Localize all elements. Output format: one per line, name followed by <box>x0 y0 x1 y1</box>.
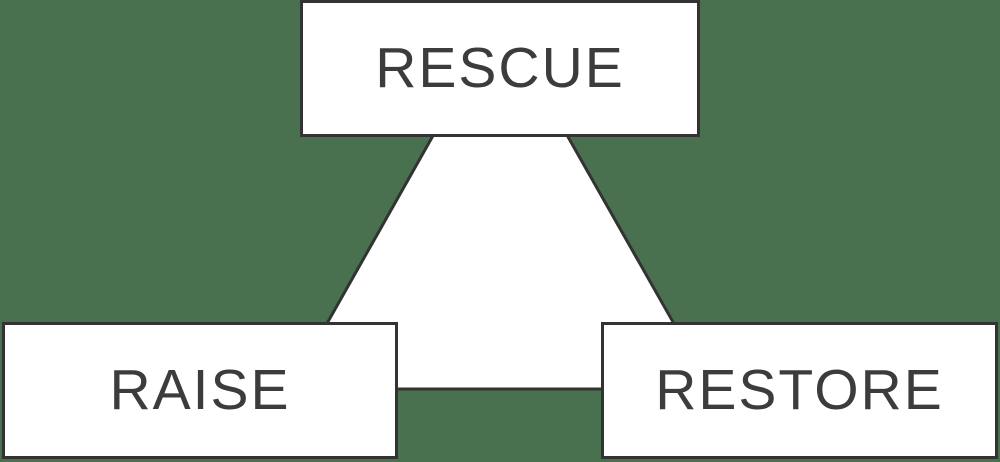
node-restore-label: RESTORE <box>655 358 944 422</box>
node-rescue-label: RESCUE <box>375 36 625 100</box>
node-raise: RAISE <box>2 322 398 459</box>
node-restore: RESTORE <box>601 322 998 459</box>
node-rescue: RESCUE <box>300 0 700 137</box>
triangle-shape <box>287 13 714 391</box>
node-raise-label: RAISE <box>109 358 291 422</box>
